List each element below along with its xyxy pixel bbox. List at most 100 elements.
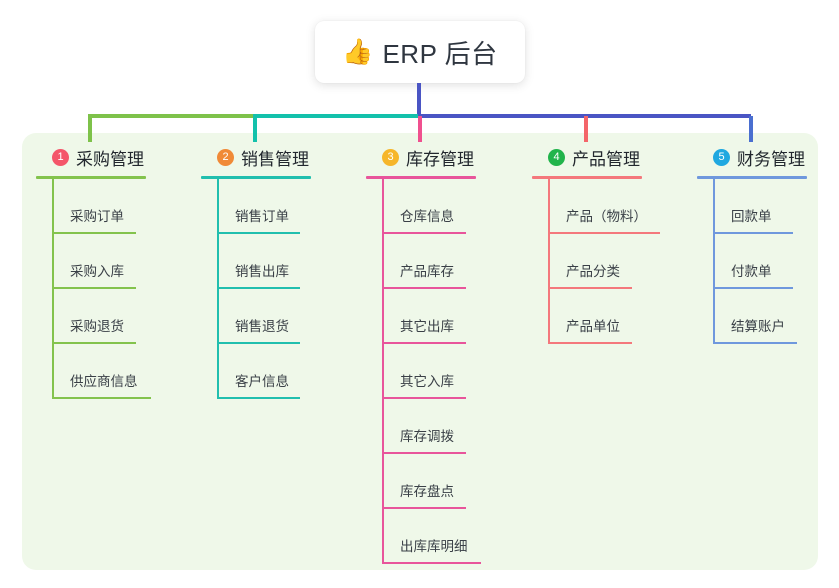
branch-item-underline: [713, 342, 797, 344]
branch-item-label: 产品单位: [566, 319, 620, 334]
branch-header-underline: [532, 176, 642, 179]
branch-item-underline: [382, 397, 466, 399]
branch-header-2[interactable]: 2 销售管理: [201, 145, 361, 169]
branch-column-1: 1 采购管理采购订单采购入库采购退货供应商信息: [36, 145, 196, 399]
branch-body-3: 仓库信息产品库存其它出库其它入库库存调拨库存盘点出库库明细: [366, 179, 526, 564]
branch-item-label: 产品库存: [400, 264, 454, 279]
branch-header-underline: [697, 176, 807, 179]
connector-segment-1: [88, 114, 254, 118]
branch-item-label: 销售退货: [235, 319, 289, 334]
root-stem-connector: [417, 83, 421, 116]
branch-body-4: 产品（物料） 产品分类产品单位: [532, 179, 692, 344]
branch-item[interactable]: 客户信息: [201, 344, 361, 399]
branch-body-5: 回款单付款单结算账户: [697, 179, 839, 344]
branch-item[interactable]: 其它入库: [366, 344, 526, 399]
branch-number-badge: 2: [217, 148, 234, 166]
diagram-background-panel: [22, 133, 818, 570]
thumbs-up-icon: 👍: [342, 37, 374, 66]
branch-item-label: 库存盘点: [400, 484, 454, 499]
branch-title: 产品管理: [572, 149, 640, 169]
branch-item-underline: [52, 232, 136, 234]
branch-item-underline: [217, 342, 300, 344]
branch-title: 财务管理: [737, 149, 805, 169]
branch-item-underline: [713, 287, 793, 289]
branch-column-2: 2 销售管理销售订单销售出库销售退货客户信息: [201, 145, 361, 399]
connector-stub-4: [584, 116, 588, 142]
branch-header-5[interactable]: 5 财务管理: [697, 145, 839, 169]
connector-stub-1: [88, 116, 92, 142]
branch-item-underline: [382, 232, 466, 234]
branch-item[interactable]: 销售订单: [201, 179, 361, 234]
branch-column-5: 5 财务管理回款单付款单结算账户: [697, 145, 839, 344]
branch-item-label: 销售出库: [235, 264, 289, 279]
branch-item[interactable]: 其它出库: [366, 289, 526, 344]
branch-title: 库存管理: [406, 149, 474, 169]
branch-item[interactable]: 销售退货: [201, 289, 361, 344]
branch-item-underline: [382, 507, 466, 509]
branch-spine: [548, 179, 550, 344]
branch-item[interactable]: 供应商信息: [36, 344, 196, 399]
branch-title: 采购管理: [76, 149, 144, 169]
branch-item-label: 供应商信息: [70, 374, 138, 389]
branch-body-1: 采购订单采购入库采购退货供应商信息: [36, 179, 196, 399]
branch-spine: [217, 179, 219, 399]
branch-item-underline: [217, 397, 300, 399]
branch-item[interactable]: 产品库存: [366, 234, 526, 289]
branch-item[interactable]: 库存调拨: [366, 399, 526, 454]
branch-item-underline: [52, 287, 136, 289]
branch-item-label: 产品分类: [566, 264, 620, 279]
branch-item-label: 其它出库: [400, 319, 454, 334]
branch-item-underline: [382, 342, 466, 344]
branch-spine: [713, 179, 715, 344]
branch-spine: [52, 179, 54, 399]
branch-item-label: 产品（物料）: [566, 209, 647, 224]
branch-item[interactable]: 结算账户: [697, 289, 839, 344]
branch-item[interactable]: 采购入库: [36, 234, 196, 289]
branch-number-badge: 1: [52, 148, 69, 166]
branch-body-2: 销售订单销售出库销售退货客户信息: [201, 179, 361, 399]
branch-number-badge: 5: [713, 148, 730, 166]
branch-item-underline: [382, 287, 466, 289]
branch-item[interactable]: 出库库明细: [366, 509, 526, 564]
branch-item-label: 销售订单: [235, 209, 289, 224]
branch-item[interactable]: 产品分类: [532, 234, 692, 289]
branch-item[interactable]: 产品单位: [532, 289, 692, 344]
branch-item-underline: [382, 562, 481, 564]
branch-spine: [382, 179, 384, 564]
branch-item[interactable]: 销售出库: [201, 234, 361, 289]
branch-item[interactable]: 产品（物料）: [532, 179, 692, 234]
root-node-card[interactable]: 👍 ERP 后台: [315, 21, 525, 83]
branch-title: 销售管理: [241, 149, 309, 169]
branch-item-underline: [382, 452, 466, 454]
branch-item[interactable]: 付款单: [697, 234, 839, 289]
branch-item[interactable]: 库存盘点: [366, 454, 526, 509]
branch-item-underline: [217, 287, 300, 289]
branch-header-4[interactable]: 4 产品管理: [532, 145, 692, 169]
branch-item-underline: [52, 342, 136, 344]
branch-number-badge: 4: [548, 148, 565, 166]
branch-item[interactable]: 采购退货: [36, 289, 196, 344]
branch-item-underline: [713, 232, 793, 234]
branch-item-label: 采购入库: [70, 264, 124, 279]
root-node-title: ERP 后台: [382, 38, 498, 69]
branch-item-label: 采购订单: [70, 209, 124, 224]
branch-header-underline: [201, 176, 311, 179]
branch-header-1[interactable]: 1 采购管理: [36, 145, 196, 169]
branch-item[interactable]: 仓库信息: [366, 179, 526, 234]
branch-header-underline: [366, 176, 476, 179]
branch-item-underline: [548, 232, 660, 234]
branch-item[interactable]: 采购订单: [36, 179, 196, 234]
connector-stub-3: [418, 116, 422, 142]
branch-column-4: 4 产品管理产品（物料） 产品分类产品单位: [532, 145, 692, 344]
branch-item-label: 库存调拨: [400, 429, 454, 444]
branch-item[interactable]: 回款单: [697, 179, 839, 234]
connector-stub-5: [749, 116, 753, 142]
branch-item-underline: [217, 232, 300, 234]
branch-item-label: 仓库信息: [400, 209, 454, 224]
branch-item-underline: [548, 287, 632, 289]
branch-item-label: 回款单: [731, 209, 772, 224]
branch-item-label: 采购退货: [70, 319, 124, 334]
branch-item-label: 客户信息: [235, 374, 289, 389]
